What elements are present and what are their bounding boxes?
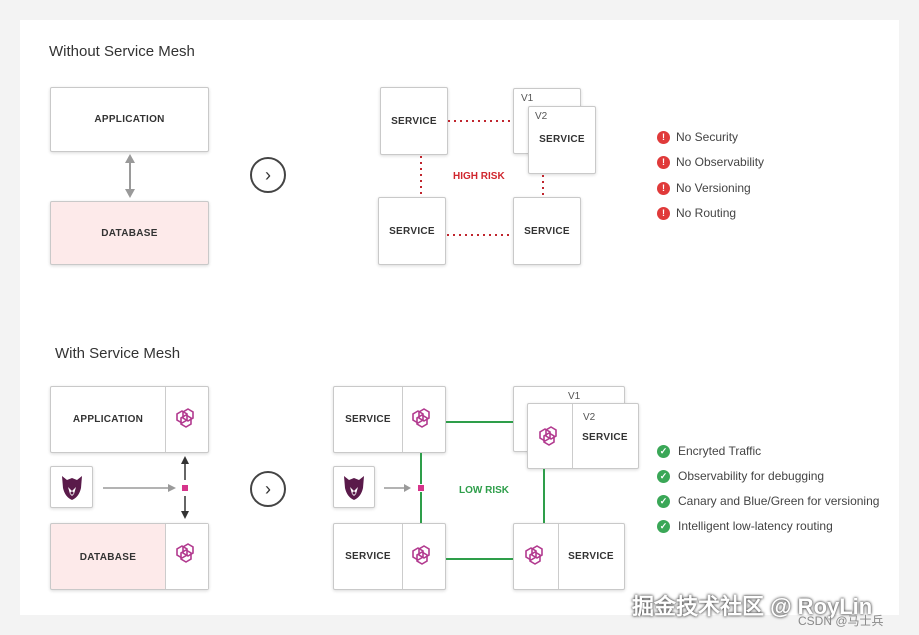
feature-item: Observability for debugging (678, 469, 825, 483)
top-title: Without Service Mesh (49, 43, 195, 60)
service-label: SERVICE (539, 134, 585, 145)
checkmark-icon: ✓ (657, 470, 670, 483)
box-divider (165, 524, 166, 589)
v1-label: V1 (521, 93, 534, 104)
watermark-sub: CSDN @马士兵 (798, 614, 884, 628)
box-divider (402, 387, 403, 452)
v2-label: V2 (535, 111, 548, 122)
service-box-top-a: SERVICE (380, 87, 448, 155)
exclamation-icon: ! (657, 131, 670, 144)
low-risk-label: LOW RISK (459, 485, 509, 496)
box-divider (402, 524, 403, 589)
feature-item: Canary and Blue/Green for versioning (678, 494, 880, 508)
db-box-bottom: DATABASE (50, 523, 209, 590)
feature-item: Intelligent low-latency routing (678, 519, 833, 533)
app-box-top: APPLICATION (50, 87, 209, 152)
risk-item: No Versioning (676, 181, 751, 195)
exclamation-icon: ! (657, 182, 670, 195)
checkmark-icon: ✓ (657, 495, 670, 508)
arrow-button-bottom: › (250, 471, 286, 507)
box-divider (165, 387, 166, 452)
service-label: SERVICE (568, 551, 614, 562)
high-risk-label: HIGH RISK (453, 171, 505, 182)
service-v2-box-top: V2 SERVICE (528, 106, 596, 174)
exclamation-icon: ! (657, 207, 670, 220)
db-label: DATABASE (79, 552, 137, 563)
service-box-bottom-c: SERVICE (513, 523, 625, 590)
chevron-right-icon: › (265, 165, 271, 185)
watermark: 掘金技术社区 @ RoyLin (632, 594, 873, 619)
chevron-right-icon: › (265, 479, 271, 499)
service-box-bottom-a: SERVICE (333, 386, 446, 453)
v2-label: V2 (583, 412, 596, 423)
service-label: SERVICE (345, 551, 391, 562)
checkmark-icon: ✓ (657, 520, 670, 533)
risk-item: No Observability (676, 155, 765, 169)
feature-item: Encryted Traffic (678, 444, 762, 458)
app-label: APPLICATION (94, 114, 165, 125)
checkmark-icon: ✓ (657, 445, 670, 458)
mesh-logo-box-left (50, 466, 93, 508)
proxy-cell (165, 524, 208, 589)
app-box-bottom: APPLICATION (50, 386, 209, 453)
service-box-bottom-b: SERVICE (333, 523, 446, 590)
db-label: DATABASE (101, 228, 158, 239)
db-box-top: DATABASE (50, 201, 209, 265)
mesh-logo-box-right (333, 466, 375, 508)
service-label: SERVICE (345, 414, 391, 425)
risk-item: No Security (676, 130, 739, 144)
box-divider (558, 524, 559, 589)
box-divider (572, 404, 573, 468)
risk-item: No Routing (676, 206, 737, 220)
service-v2-box-bottom: V2 SERVICE (527, 403, 639, 469)
service-box-top-c: SERVICE (513, 197, 581, 265)
service-label: SERVICE (582, 432, 628, 443)
service-label: SERVICE (391, 116, 437, 127)
arrow-button-top: › (250, 157, 286, 193)
service-label: SERVICE (389, 226, 435, 237)
service-label: SERVICE (524, 226, 570, 237)
v1-label: V1 (568, 391, 581, 402)
service-box-top-b: SERVICE (378, 197, 446, 265)
exclamation-icon: ! (657, 156, 670, 169)
bottom-title: With Service Mesh (55, 345, 181, 362)
app-label: APPLICATION (72, 414, 144, 425)
